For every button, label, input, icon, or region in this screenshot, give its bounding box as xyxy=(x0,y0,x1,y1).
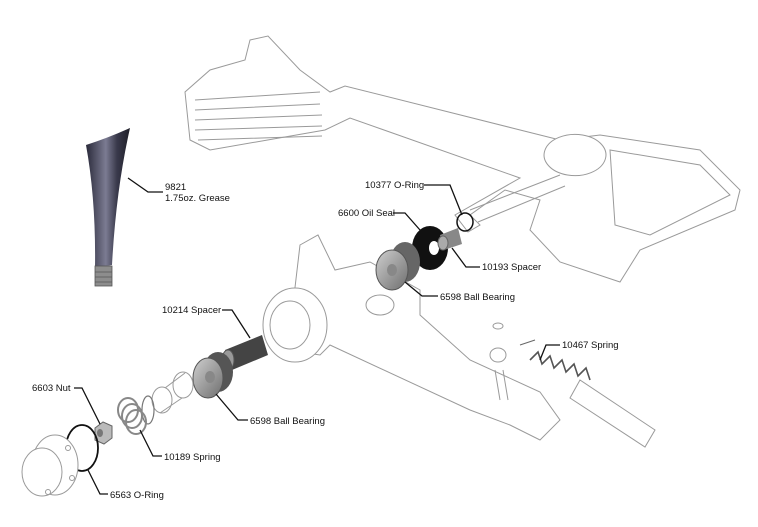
callout-10189-spring: 10189 Spring xyxy=(164,452,221,463)
snap-ring-icon xyxy=(141,395,155,425)
lower-arm-assembly xyxy=(262,234,561,441)
lever-handle-assembly xyxy=(184,35,741,283)
bearing-lower-icon xyxy=(192,352,233,399)
grease-part-name: 1.75oz. Grease xyxy=(165,193,230,204)
spring-10189-icon xyxy=(117,397,147,435)
callout-10467-spring: 10467 Spring xyxy=(562,340,619,351)
callout-6598-bearing-lower: 6598 Ball Bearing xyxy=(250,416,325,427)
end-cap-icon xyxy=(21,434,79,497)
leader-lines xyxy=(74,177,560,495)
spacer-10193-icon xyxy=(437,228,462,251)
spring-10467-icon xyxy=(529,350,591,381)
grease-part-number: 9821 xyxy=(165,182,186,193)
nut-icon xyxy=(94,421,113,445)
callout-6603-nut: 6603 Nut xyxy=(32,383,71,394)
bushing-icon xyxy=(151,371,194,414)
oring-10377-icon xyxy=(456,212,474,232)
oil-seal-icon xyxy=(412,226,448,270)
callout-10377-oring: 10377 O-Ring xyxy=(365,180,424,191)
bearing-upper-icon xyxy=(375,242,420,291)
callout-6598-bearing-upper: 6598 Ball Bearing xyxy=(440,292,515,303)
callout-10214-spacer: 10214 Spacer xyxy=(162,305,221,316)
callout-6563-oring: 6563 O-Ring xyxy=(110,490,164,501)
callout-10193-spacer: 10193 Spacer xyxy=(482,262,541,273)
grease-tube xyxy=(86,128,130,287)
callout-6600-oil-seal: 6600 Oil Seal xyxy=(338,208,395,219)
